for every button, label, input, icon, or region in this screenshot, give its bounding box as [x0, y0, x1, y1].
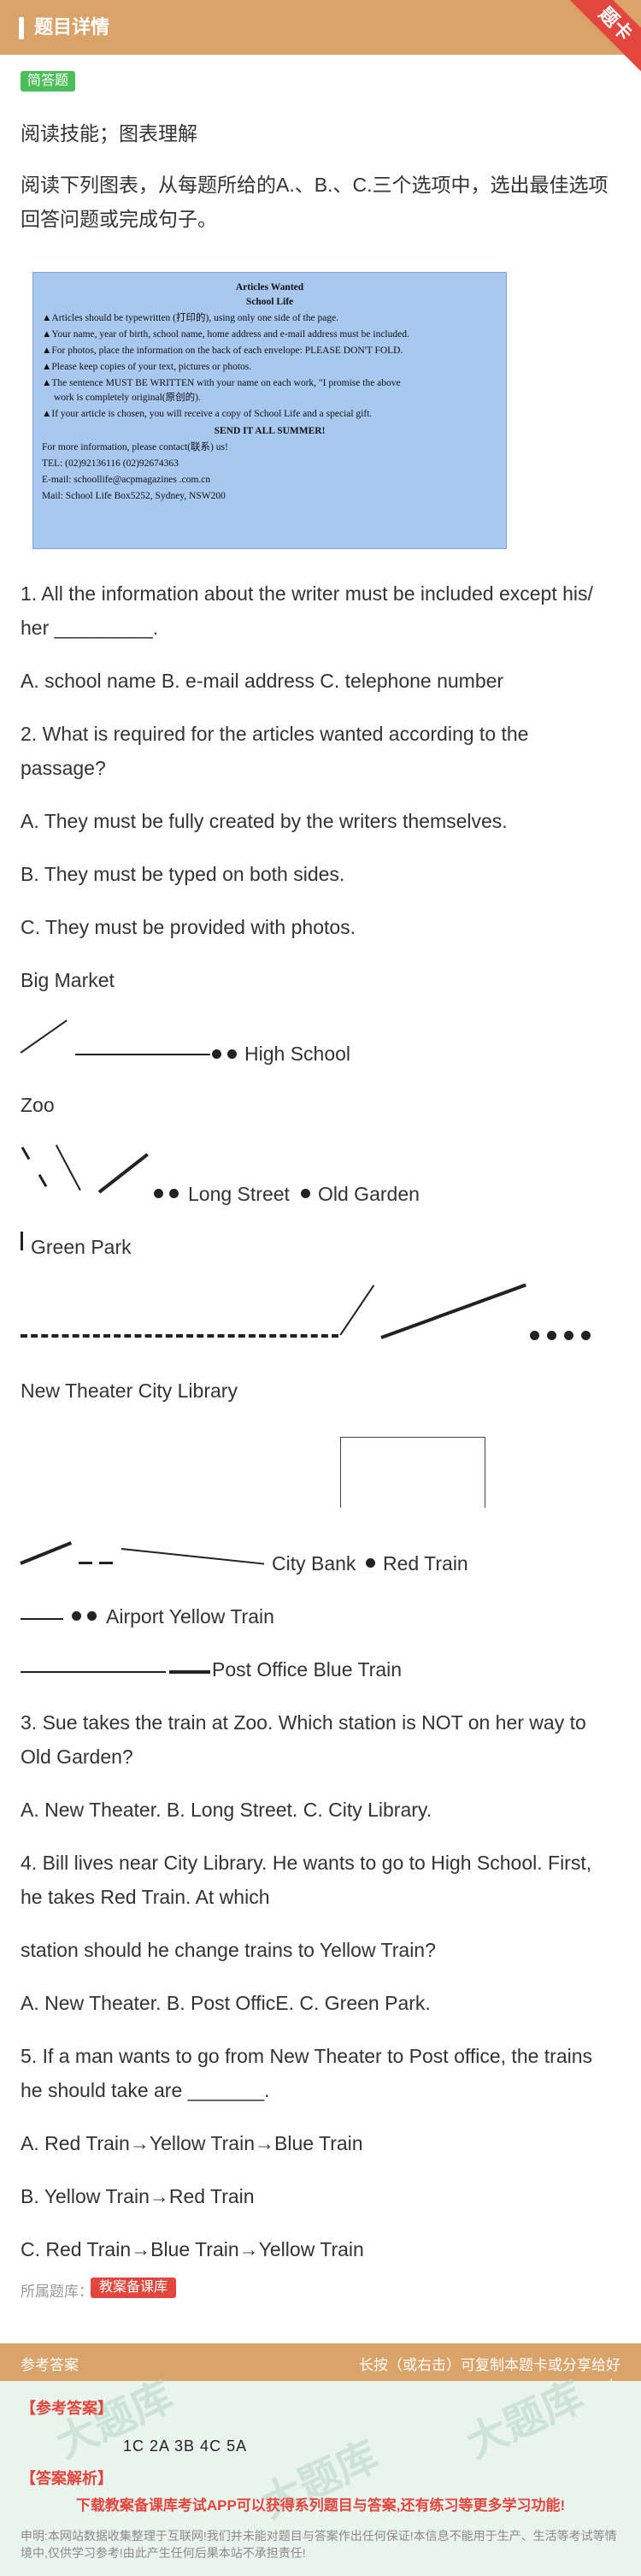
- q4-options: A. New Theater. B. Post OfficE. C. Green…: [21, 1992, 431, 2014]
- map-line: [21, 1146, 31, 1161]
- map-block: [340, 1437, 485, 1508]
- notice-contact: TEL: (02)92136116 (02)92674363: [42, 458, 179, 469]
- notice-line: ▲Articles should be typewritten (打印的), u…: [42, 313, 339, 323]
- q4-stem-cont: station should he change trains to Yello…: [21, 1939, 436, 1961]
- answer-key: 1C 2A 3B 4C 5A: [123, 2437, 248, 2455]
- download-app-promo[interactable]: 下载教案备课库考试APP可以获得系列题目与答案,还有练习等更多学习功能!: [75, 2497, 566, 2514]
- map-old-garden: Old Garden: [318, 1183, 420, 1205]
- map-line: [79, 1562, 92, 1564]
- q5-option-a: A. Red Train→Yellow Train→Blue Train: [21, 2132, 363, 2154]
- source-tag[interactable]: 教案备课库: [91, 2278, 177, 2298]
- q1-options: A. school name B. e-mail address C. tele…: [21, 670, 504, 692]
- notice-line: ▲Your name, year of birth, school name, …: [42, 329, 409, 340]
- map-station-dot: [581, 1331, 591, 1340]
- q3-stem: 3. Sue takes the train at Zoo. Which sta…: [21, 1711, 586, 1734]
- map-station-dot: [227, 1049, 237, 1059]
- notice-subtitle: School Life: [245, 297, 294, 307]
- answer-body: [0, 2381, 641, 2576]
- notice-line: ▲If your article is chosen, you will rec…: [42, 409, 373, 419]
- reference-answer-heading: 【参考答案】: [21, 2400, 113, 2417]
- map-station-dot: [366, 1558, 375, 1568]
- q5-stem-cont: he should take are _______.: [21, 2079, 270, 2101]
- map-line: [56, 1144, 81, 1191]
- notice-contact: For more information, please contact(联系)…: [42, 442, 228, 452]
- map-line: [97, 1153, 149, 1194]
- notice-contact: E-mail: schoollife@acpmagazines .com.cn: [42, 475, 211, 485]
- map-zoo: Zoo: [21, 1094, 55, 1116]
- instruction-text: 阅读下列图表，从每题所给的A.、B.、C.三个选项中，选出最佳选项回答问题或完成…: [21, 174, 609, 230]
- q1-stem-cont: her _________.: [21, 617, 159, 639]
- q4-stem: 4. Bill lives near City Library. He want…: [21, 1852, 592, 1874]
- question-type-badge: 简答题: [21, 71, 76, 92]
- notice-line: ▲Please keep copies of your text, pictur…: [42, 362, 252, 372]
- map-new-theater-city-library: New Theater City Library: [21, 1380, 238, 1402]
- q2-stem-cont: passage?: [21, 757, 106, 779]
- map-line: [21, 1618, 63, 1620]
- q2-option-c: C. They must be provided with photos.: [21, 916, 356, 938]
- map-line: [38, 1173, 48, 1188]
- q3-stem-cont: Old Garden?: [21, 1746, 133, 1768]
- q2-option-b: B. They must be typed on both sides.: [21, 863, 345, 885]
- q3-options: A. New Theater. B. Long Street. C. City …: [21, 1799, 432, 1821]
- q2-option-a: A. They must be fully created by the wri…: [21, 810, 508, 832]
- map-line: [75, 1054, 210, 1055]
- map-station-dot: [169, 1189, 179, 1198]
- map-red-train: Red Train: [383, 1552, 468, 1575]
- map-airport-yellow-train: Airport Yellow Train: [106, 1605, 274, 1628]
- header-bar: [0, 0, 641, 55]
- notice-contact: Mail: School Life Box5252, Sydney, NSW20…: [42, 491, 226, 501]
- map-line: [99, 1562, 113, 1564]
- header-accent-bar: [19, 17, 24, 39]
- map-high-school: High School: [244, 1043, 351, 1065]
- map-station-dot: [212, 1049, 221, 1059]
- disclaimer-text: 申明:本网站数据收集整理于互联网!我们并未能对题目与答案作出任何保证!本信息不能…: [21, 2529, 617, 2560]
- map-station-dot: [72, 1611, 81, 1621]
- map-line: [20, 1019, 68, 1054]
- map-line: [169, 1670, 210, 1674]
- map-line-dashed: [21, 1334, 338, 1338]
- map-long-street: Long Street: [188, 1183, 290, 1205]
- answer-bar: [0, 2343, 641, 2381]
- q5-stem: 5. If a man wants to go from New Theater…: [21, 2045, 593, 2067]
- analysis-heading: 【答案解析】: [21, 2470, 113, 2487]
- notice-title: Articles Wanted: [235, 282, 304, 292]
- map-line: [20, 1541, 73, 1565]
- map-station-dot: [564, 1331, 573, 1340]
- page-title: 题目详情: [34, 16, 110, 38]
- q4-stem-cont: he takes Red Train. At which: [21, 1886, 270, 1908]
- map-station-dot: [154, 1189, 163, 1198]
- map-post-office-blue-train: Post Office Blue Train: [212, 1658, 403, 1681]
- notice-send: SEND IT ALL SUMMER!: [214, 426, 326, 436]
- map-line: [21, 1671, 166, 1673]
- map-big-market: Big Market: [21, 969, 115, 991]
- map-line: [121, 1548, 265, 1565]
- q5-option-c: C. Red Train→Blue Train→Yellow Train: [21, 2238, 364, 2260]
- map-station-dot: [547, 1331, 556, 1340]
- map-station-dot: [87, 1611, 97, 1621]
- map-line: [339, 1285, 374, 1336]
- q1-stem: 1. All the information about the writer …: [21, 582, 593, 605]
- q2-stem: 2. What is required for the articles wan…: [21, 723, 529, 745]
- answer-label: 参考答案: [21, 2357, 79, 2373]
- notice-line: ▲For photos, place the information on th…: [42, 346, 403, 356]
- map-line: [21, 1232, 23, 1250]
- section-title: 阅读技能；图表理解: [21, 122, 197, 145]
- notice-image: Articles Wanted School Life ▲Articles sh…: [32, 272, 507, 549]
- map-line: [380, 1283, 526, 1339]
- notice-line: work is completely original(原创的).: [54, 393, 201, 403]
- map-station-dot: [301, 1189, 310, 1198]
- source-label: 所属题库：: [21, 2284, 93, 2300]
- map-green-park: Green Park: [31, 1236, 132, 1258]
- map-city-bank: City Bank: [272, 1552, 356, 1575]
- notice-line: ▲The sentence MUST BE WRITTEN with your …: [42, 378, 401, 388]
- map-station-dot: [530, 1331, 539, 1340]
- q5-option-b: B. Yellow Train→Red Train: [21, 2185, 255, 2207]
